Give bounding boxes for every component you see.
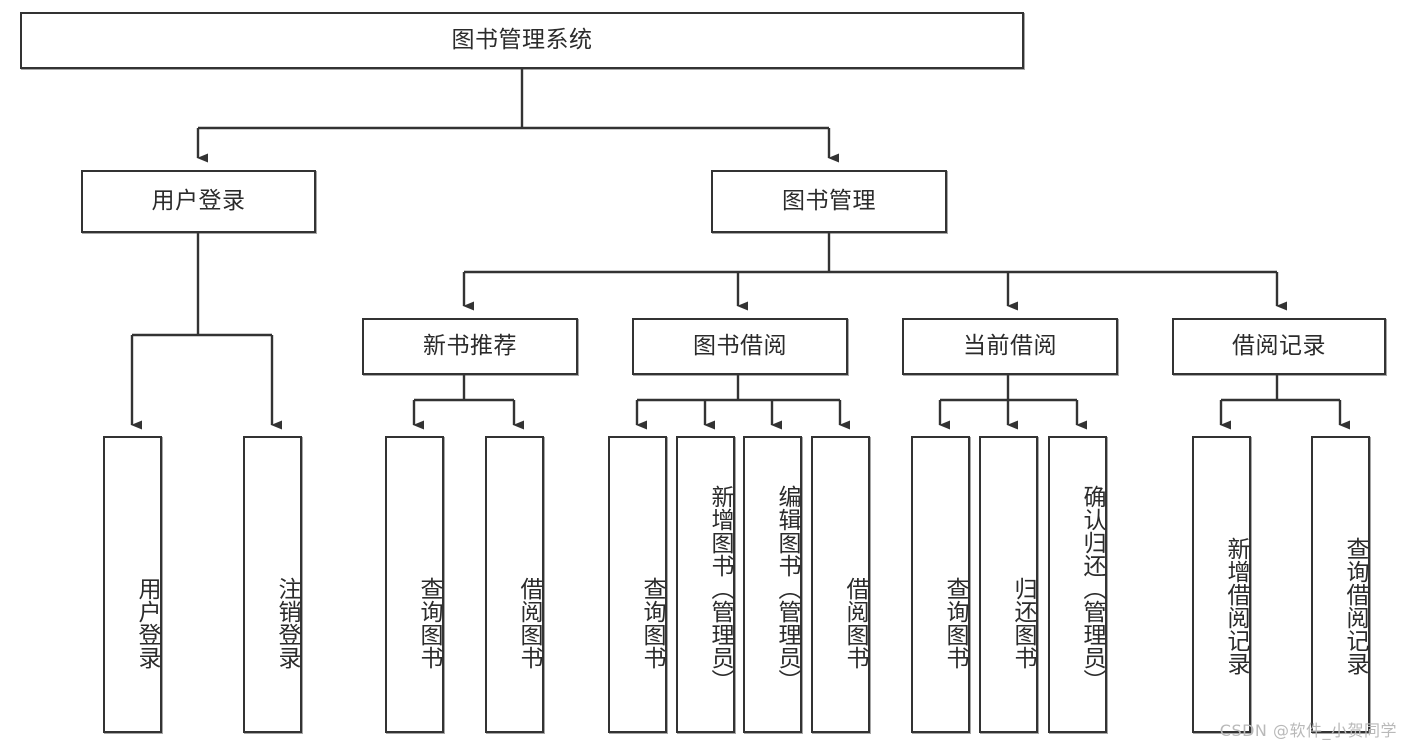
node-book-borrow[interactable]: 图书借阅	[632, 318, 848, 375]
node-borrow-record[interactable]: 借阅记录	[1172, 318, 1386, 375]
node-leaf-return-book[interactable]: 归还图书	[979, 436, 1038, 733]
node-label: 借阅记录	[1232, 333, 1326, 359]
node-root-book-management-system[interactable]: 图书管理系统	[20, 12, 1024, 69]
node-label: 查询借阅记录	[1342, 536, 1368, 675]
node-book-management[interactable]: 图书管理	[711, 170, 947, 233]
node-leaf-logout-login[interactable]: 注销登录	[243, 436, 302, 733]
node-leaf-edit-book[interactable]: 编辑图书（管理员）	[743, 436, 802, 733]
node-leaf-query-borrow-record[interactable]: 查询借阅记录	[1311, 436, 1370, 733]
node-leaf-borrow-book[interactable]: 借阅图书	[811, 436, 870, 733]
node-label: 归还图书	[1010, 576, 1036, 669]
node-leaf-query-book-recommend[interactable]: 查询图书	[385, 436, 444, 733]
node-leaf-confirm-return[interactable]: 确认归还（管理员）	[1048, 436, 1107, 733]
node-leaf-add-borrow-record[interactable]: 新增借阅记录	[1192, 436, 1251, 733]
node-leaf-query-book-borrow[interactable]: 查询图书	[608, 436, 667, 733]
node-new-book-recommend[interactable]: 新书推荐	[362, 318, 578, 375]
node-label: 确认归还（管理员）	[1079, 485, 1105, 692]
node-label: 编辑图书（管理员）	[774, 485, 800, 692]
node-label: 当前借阅	[963, 333, 1057, 359]
node-label: 新书推荐	[423, 333, 517, 359]
node-label: 新增图书（管理员）	[707, 485, 733, 692]
node-label: 图书管理	[782, 188, 876, 214]
node-label: 用户登录	[151, 188, 246, 214]
node-label: 图书借阅	[693, 333, 787, 359]
node-leaf-borrow-book-recommend[interactable]: 借阅图书	[485, 436, 544, 733]
node-user-login[interactable]: 用户登录	[81, 170, 316, 233]
node-label: 查询图书	[416, 576, 442, 669]
node-label: 注销登录	[274, 576, 300, 669]
node-leaf-user-login[interactable]: 用户登录	[103, 436, 162, 733]
node-leaf-add-book[interactable]: 新增图书（管理员）	[676, 436, 735, 733]
node-label: 新增借阅记录	[1223, 536, 1249, 675]
node-label: 图书管理系统	[451, 27, 593, 53]
node-label: 借阅图书	[842, 576, 868, 669]
node-label: 借阅图书	[516, 576, 542, 669]
node-current-borrow[interactable]: 当前借阅	[902, 318, 1118, 375]
node-label: 用户登录	[134, 576, 160, 669]
node-label: 查询图书	[942, 576, 968, 669]
node-label: 查询图书	[639, 576, 665, 669]
node-leaf-query-book-current[interactable]: 查询图书	[911, 436, 970, 733]
